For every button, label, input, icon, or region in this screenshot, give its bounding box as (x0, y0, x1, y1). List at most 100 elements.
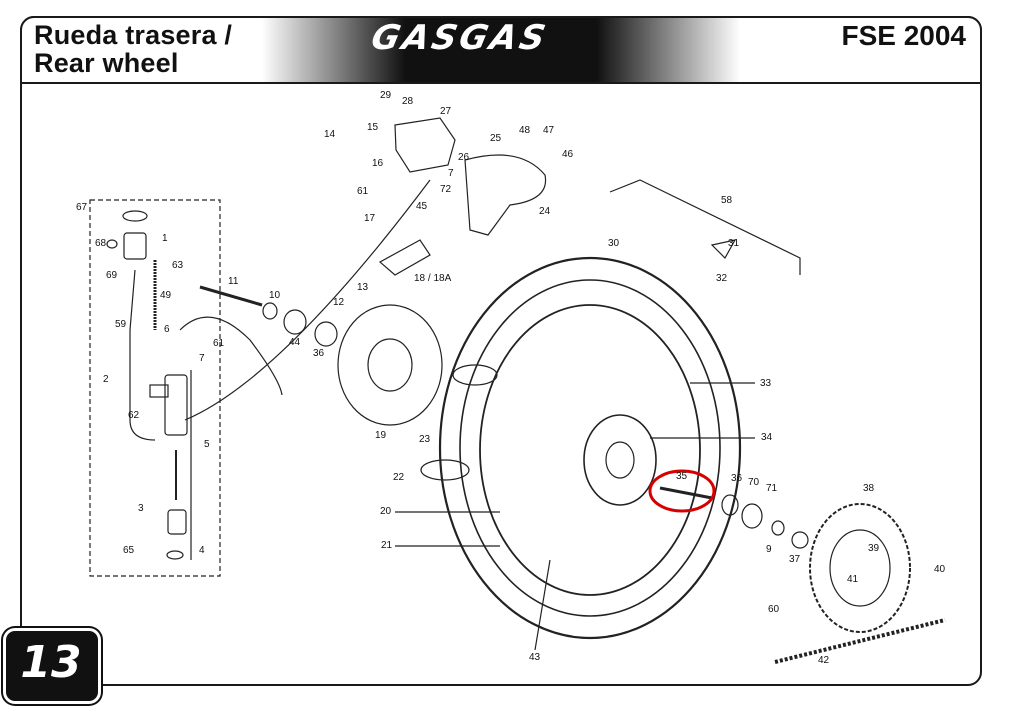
part-label-p5: 5 (204, 439, 210, 450)
part-label-p7a: 7 (448, 168, 454, 179)
part-label-p48: 48 (519, 125, 531, 136)
model-title: FSE 2004 (841, 20, 966, 51)
part-label-p2: 2 (103, 374, 109, 385)
rim-part (479, 304, 701, 596)
brake-disc-part (337, 304, 443, 426)
part-label-p41: 41 (847, 574, 859, 585)
part-label-p23: 23 (419, 434, 431, 445)
part-label-p26: 26 (458, 152, 470, 163)
brake-hose-part (129, 269, 156, 441)
part-label-p42: 42 (818, 655, 830, 666)
part-label-p29: 29 (380, 90, 392, 101)
part-label-p34: 34 (761, 432, 773, 443)
part-label-p14: 14 (324, 129, 336, 140)
brake-pads-part (378, 239, 431, 276)
caliper-bracket-part (464, 154, 547, 236)
part-label-p71: 71 (766, 483, 778, 494)
part-label-p16: 16 (372, 158, 384, 169)
part-label-p22: 22 (393, 472, 405, 483)
part-label-p49: 49 (160, 290, 172, 301)
part-label-p18: 18 / 18A (414, 273, 452, 284)
part-label-p58: 58 (721, 195, 733, 206)
part-label-p13: 13 (357, 282, 369, 293)
part-label-p60: 60 (768, 604, 780, 615)
part-label-p40: 40 (934, 564, 946, 575)
spacer-35-part (659, 486, 713, 500)
part-label-p6: 6 (164, 324, 170, 335)
brake-disc-hub-part (367, 338, 413, 392)
part-label-p69: 69 (106, 270, 118, 281)
part-label-p3: 3 (138, 503, 144, 514)
part-label-p65: 65 (123, 545, 135, 556)
part-label-p20: 20 (380, 506, 392, 517)
mousse-part (420, 459, 470, 481)
part-label-p59: 59 (115, 319, 127, 330)
part-label-p30: 30 (608, 238, 620, 249)
part-label-p9: 9 (766, 544, 772, 555)
part-label-p38: 38 (863, 483, 875, 494)
bearing-part (314, 321, 338, 347)
part-label-p31: 31 (728, 238, 740, 249)
washer-part (106, 239, 118, 249)
part-label-p72: 72 (440, 184, 452, 195)
part-label-p45: 45 (416, 201, 428, 212)
bracket-58-outline (609, 179, 801, 275)
bearing-36-part (721, 494, 739, 516)
nut-part (166, 550, 184, 560)
part-label-p7b: 7 (199, 353, 205, 364)
chain-part (774, 618, 946, 664)
part-label-p68: 68 (95, 238, 107, 249)
chain-guide-part (710, 239, 737, 259)
seal-part (283, 309, 307, 335)
part-label-p11: 11 (228, 276, 239, 287)
part-label-p24: 24 (539, 206, 551, 217)
part-label-p4: 4 (199, 545, 205, 556)
part-label-p61b: 61 (213, 338, 225, 349)
page-number-box (3, 628, 101, 704)
caliper-part (394, 117, 456, 173)
part-label-p36b: 36 (731, 473, 743, 484)
part-label-p21: 21 (381, 540, 393, 551)
page-number: 13 (20, 637, 82, 688)
part-label-p15: 15 (367, 122, 379, 133)
tire-inner-part (459, 279, 721, 617)
part-label-p43: 43 (529, 652, 541, 663)
part-label-p46: 46 (562, 149, 574, 160)
spacer-37-part (791, 531, 809, 549)
part-label-p33: 33 (760, 378, 772, 389)
part-label-p67: 67 (76, 202, 88, 213)
part-label-p12: 12 (333, 297, 345, 308)
part-label-p62: 62 (128, 410, 140, 421)
part-label-p1: 1 (162, 233, 168, 244)
part-label-p19: 19 (375, 430, 387, 441)
brake-pump-group-outline (89, 199, 221, 577)
leader-43 (534, 559, 551, 651)
part-label-p61a: 61 (357, 186, 369, 197)
clevis-part (167, 509, 187, 535)
sprocket-inner-part (829, 529, 891, 607)
part-label-p37: 37 (789, 554, 801, 565)
part-label-p27: 27 (440, 106, 452, 117)
part-label-p47: 47 (543, 125, 555, 136)
part-label-p44: 44 (289, 337, 301, 348)
part-label-p17: 17 (364, 213, 376, 224)
axle-part (199, 285, 263, 307)
part-label-p63: 63 (172, 260, 184, 271)
seal-71-part (741, 503, 763, 529)
reservoir-cap-part (122, 210, 148, 222)
sprocket-part (809, 503, 911, 633)
title-spanish: Rueda trasera / (34, 20, 233, 50)
part-label-p70: 70 (748, 477, 760, 488)
hose-part (179, 316, 283, 396)
rim-band-part (452, 364, 498, 386)
part-label-p36a: 36 (313, 348, 325, 359)
fitting-part (149, 384, 169, 398)
brake-line-part (184, 179, 431, 421)
tire-part (438, 256, 742, 640)
washer-9-part (771, 520, 785, 536)
spacer-part (262, 302, 278, 320)
hub-part (583, 414, 657, 506)
hub-center-part (605, 441, 635, 479)
part-label-p35: 35 (676, 471, 688, 482)
